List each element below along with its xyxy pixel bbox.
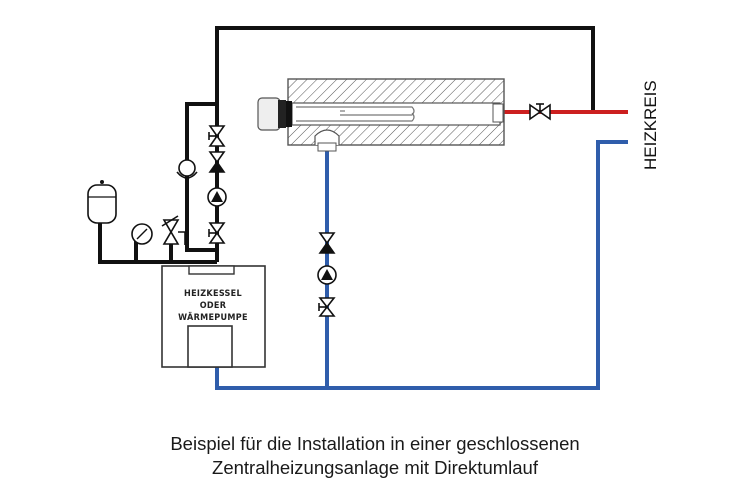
check-valve-icon [208, 151, 226, 173]
heater-tank [257, 78, 505, 152]
boiler-label-line-3: WÄRMEPUMPE [178, 312, 248, 323]
boiler-pump-icon [207, 187, 227, 207]
boiler-label-line-1: HEIZKESSEL [184, 289, 242, 299]
shutoff-valve-bottom-icon [208, 222, 226, 244]
heating-circuit-label: HEIZKREIS [641, 80, 660, 170]
boiler-label-line-2: ODER [200, 301, 227, 311]
supply-valve-icon [529, 103, 551, 121]
shutoff-valve-top-icon [208, 125, 226, 147]
return-pipe [215, 140, 628, 390]
heating-element-icon [296, 106, 415, 122]
pressure-gauge-icon [131, 223, 153, 245]
boiler-unit: HEIZKESSEL ODER WÄRMEPUMPE [161, 265, 266, 368]
return-valve-top-icon [318, 232, 336, 254]
safety-valve-icon [161, 215, 186, 245]
return-pump-icon [317, 265, 337, 285]
heater-flange-icon [257, 97, 286, 131]
expansion-vessel-icon [87, 180, 117, 224]
return-valve-bottom-icon [318, 297, 336, 317]
caption-line-1: Beispiel für die Installation in einer g… [170, 433, 580, 454]
caption-line-2: Zentralheizungsanlage mit Direktumlauf [212, 457, 538, 478]
heating-system-diagram: HEIZKESSEL ODER WÄRMEPUMPE [87, 26, 660, 390]
flow-meter-icon [176, 159, 198, 179]
